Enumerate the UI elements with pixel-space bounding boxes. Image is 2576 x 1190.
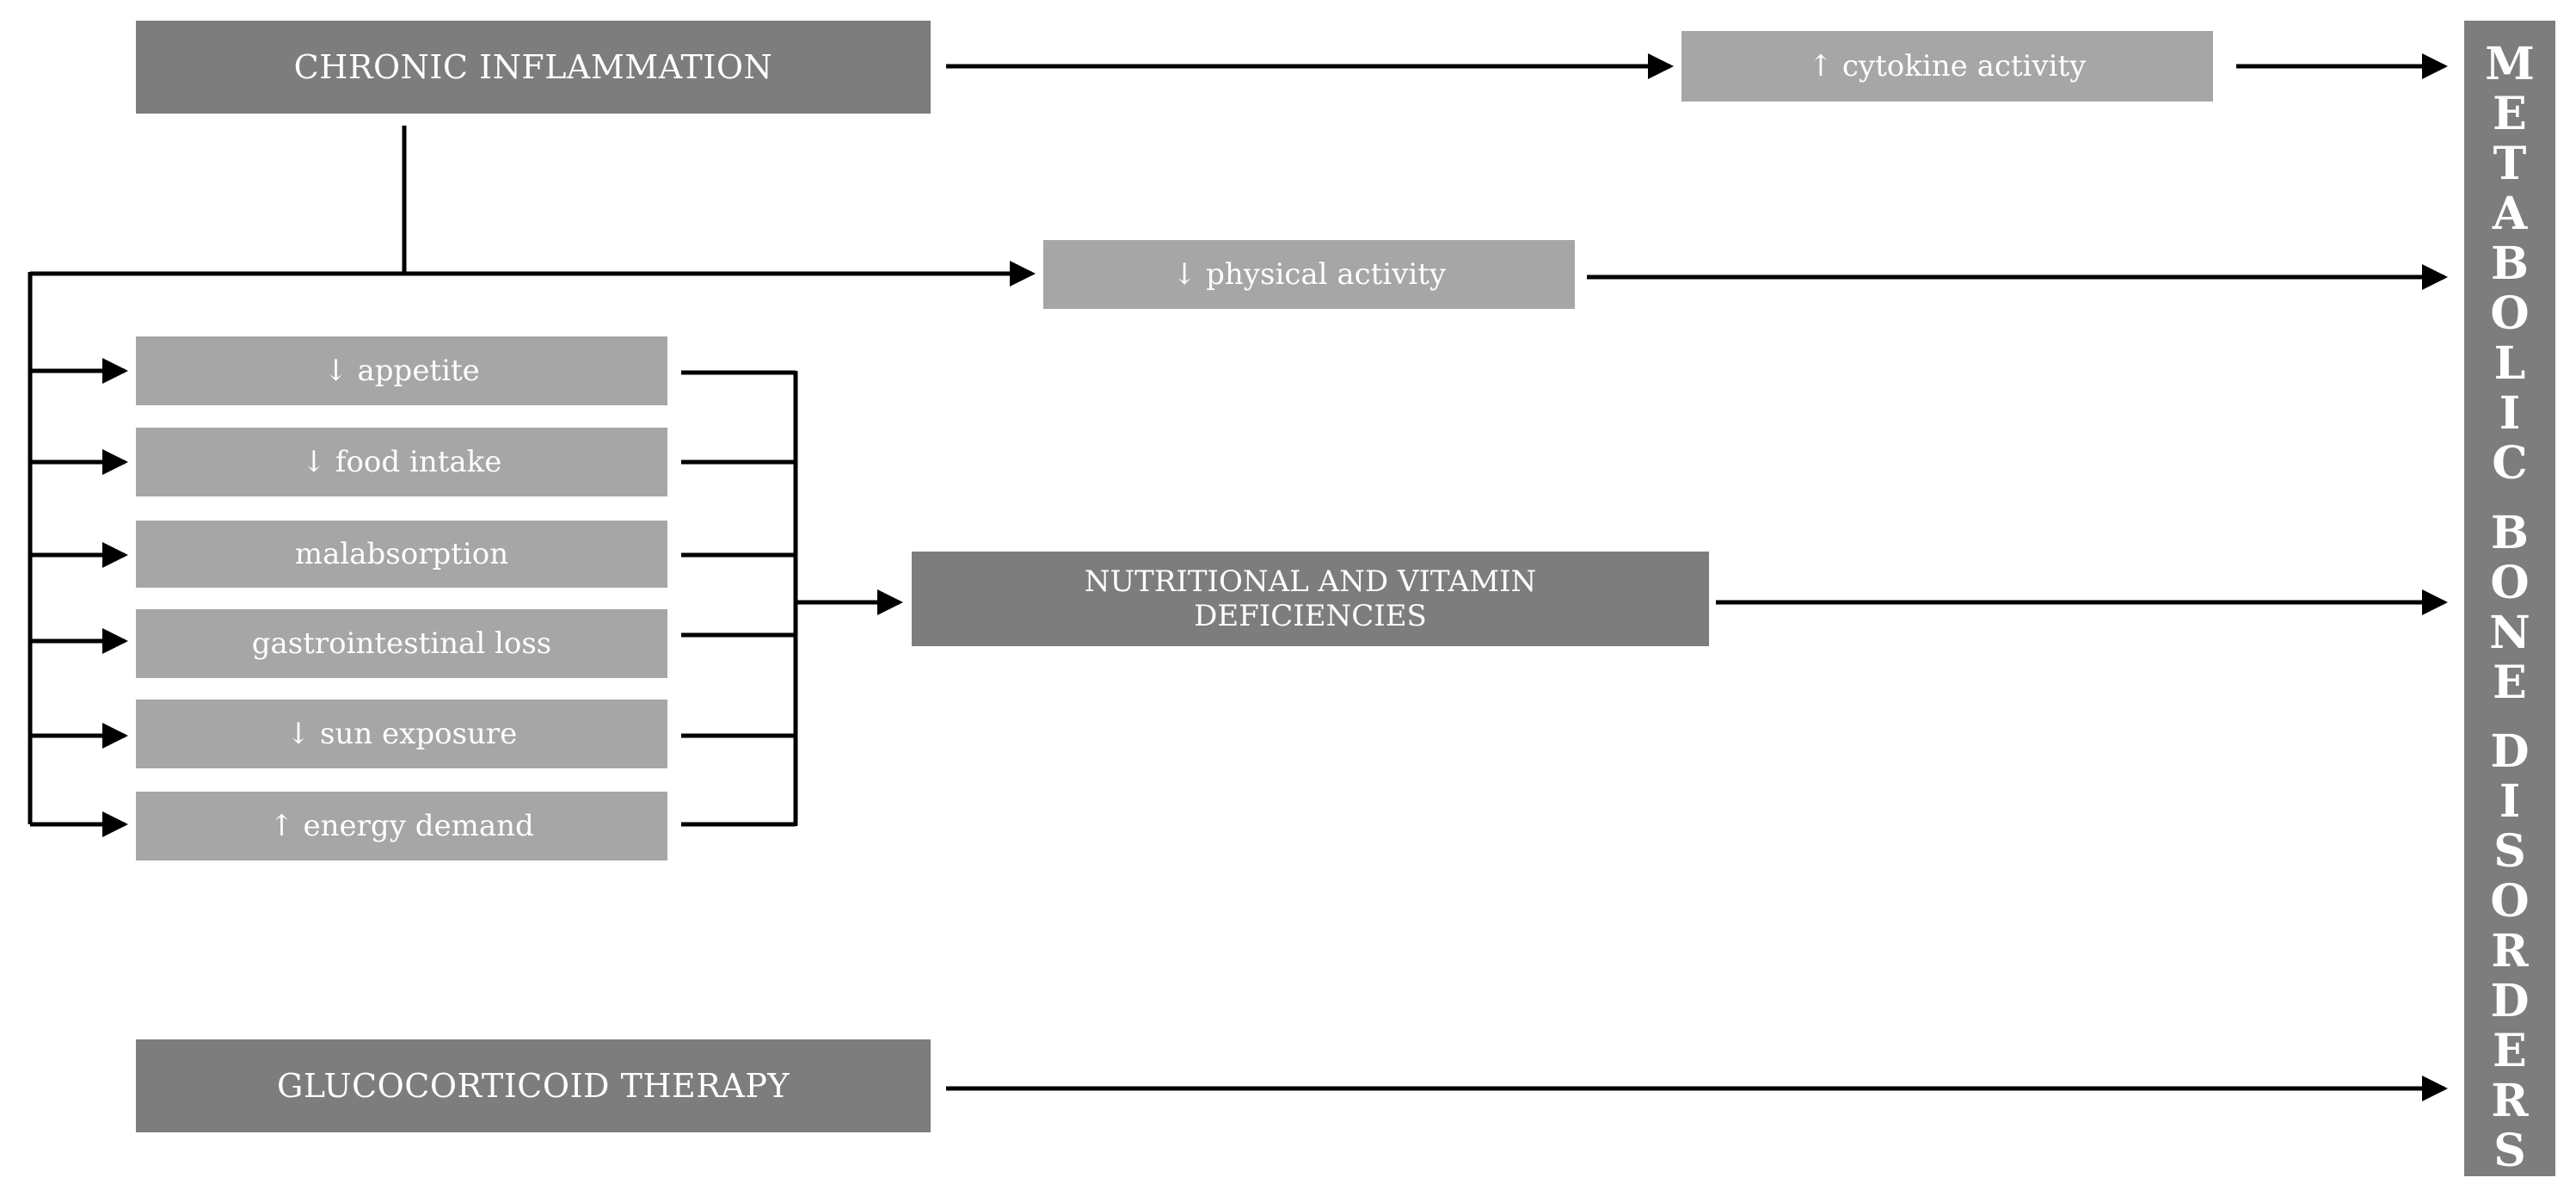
outcome-letter: O bbox=[2490, 556, 2530, 609]
outcome-letter: C bbox=[2492, 437, 2528, 490]
chronic-inflammation-label: CHRONIC INFLAMMATION bbox=[293, 48, 773, 86]
glucocorticoid-therapy-box: GLUCOCORTICOID THERAPY bbox=[136, 1039, 931, 1132]
outcome-letter: T bbox=[2493, 138, 2527, 190]
outcome-letter: B bbox=[2491, 237, 2529, 290]
cytokine-activity-box: ↑ cytokine activity bbox=[1681, 31, 2213, 102]
outcome-letter: E bbox=[2493, 1025, 2527, 1077]
outcome-letter: O bbox=[2490, 287, 2530, 340]
appetite-label: ↓ appetite bbox=[323, 354, 480, 388]
outcome-letter: R bbox=[2491, 1075, 2529, 1127]
malabsorption-box: malabsorption bbox=[136, 521, 667, 588]
outcome-letter: I bbox=[2499, 775, 2521, 828]
outcome-letter: D bbox=[2490, 975, 2530, 1027]
energy-demand-box: ↑ energy demand bbox=[136, 792, 667, 860]
gastrointestinal-loss-box: gastrointestinal loss bbox=[136, 609, 667, 678]
chronic-inflammation-box: CHRONIC INFLAMMATION bbox=[136, 21, 931, 114]
physical-activity-box: ↓ physical activity bbox=[1043, 240, 1575, 309]
malabsorption-label: malabsorption bbox=[294, 537, 509, 571]
outcome-letter: D bbox=[2490, 725, 2530, 778]
outcome-letter: R bbox=[2491, 925, 2529, 977]
outcome-letter: S bbox=[2493, 825, 2526, 878]
outcome-letter: O bbox=[2490, 875, 2530, 928]
food-intake-label: ↓ food intake bbox=[301, 445, 502, 479]
outcome-letter: I bbox=[2499, 387, 2521, 440]
food-intake-box: ↓ food intake bbox=[136, 428, 667, 496]
outcome-letter: L bbox=[2493, 337, 2526, 390]
outcome-letter: A bbox=[2492, 188, 2528, 240]
cytokine-activity-label: ↑ cytokine activity bbox=[1808, 49, 2087, 83]
sun-exposure-box: ↓ sun exposure bbox=[136, 700, 667, 768]
gastrointestinal-loss-label: gastrointestinal loss bbox=[251, 626, 552, 661]
outcome-letter: E bbox=[2493, 88, 2527, 140]
physical-activity-label: ↓ physical activity bbox=[1171, 257, 1447, 292]
nutritional-deficiencies-label: NUTRITIONAL AND VITAMIN DEFICIENCIES bbox=[1084, 564, 1537, 633]
outcome-letter: N bbox=[2489, 606, 2530, 659]
sun-exposure-label: ↓ sun exposure bbox=[286, 717, 518, 751]
energy-demand-label: ↑ energy demand bbox=[269, 809, 534, 843]
glucocorticoid-therapy-label: GLUCOCORTICOID THERAPY bbox=[276, 1067, 790, 1105]
outcome-letter: S bbox=[2493, 1125, 2526, 1177]
outcome-letter: B bbox=[2491, 506, 2529, 559]
outcome-letter: M bbox=[2485, 38, 2535, 90]
appetite-box: ↓ appetite bbox=[136, 336, 667, 405]
outcome-letter: E bbox=[2493, 656, 2527, 709]
nutritional-deficiencies-box: NUTRITIONAL AND VITAMIN DEFICIENCIES bbox=[912, 552, 1709, 646]
